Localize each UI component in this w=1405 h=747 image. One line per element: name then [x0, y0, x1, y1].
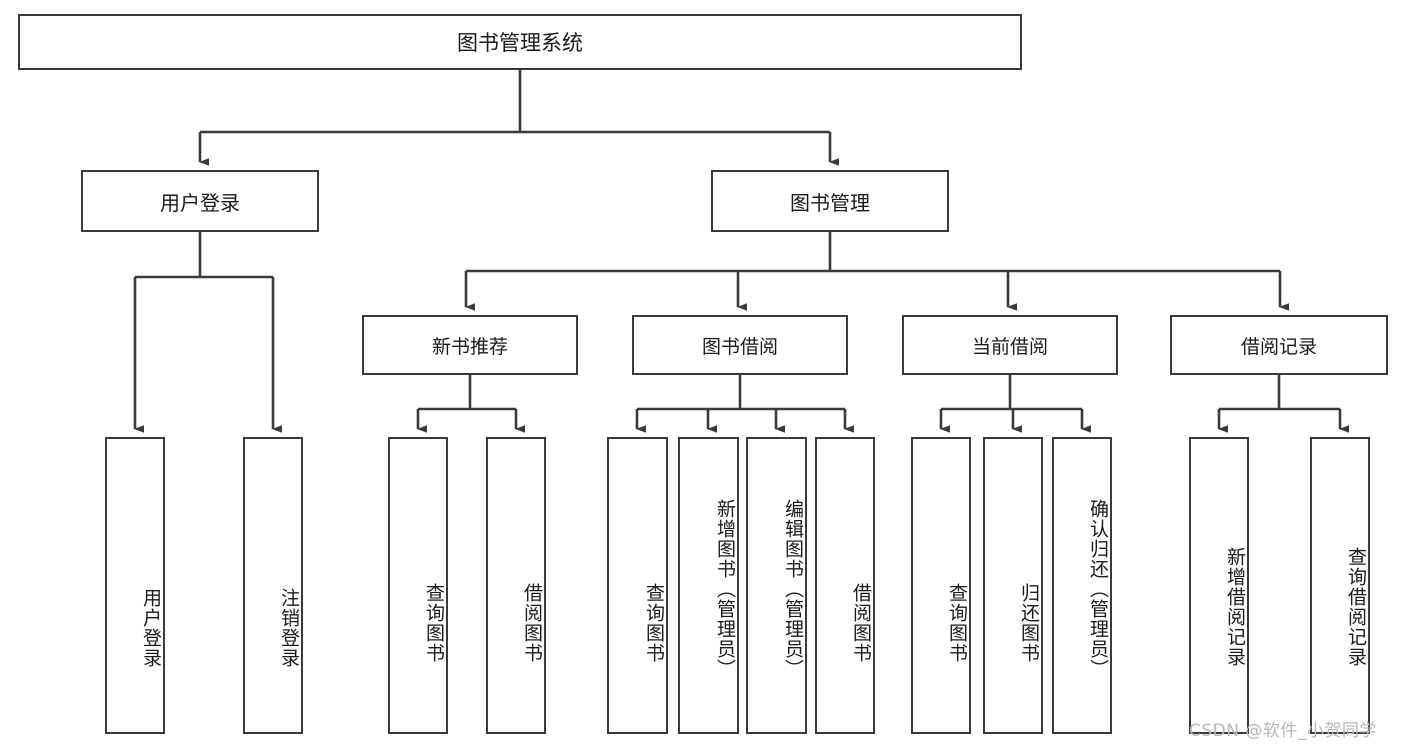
node-root[interactable]: 图书管理系统 [18, 14, 1022, 70]
node-leaf-query-book-3[interactable]: 查询图书 [911, 437, 971, 734]
node-user-login[interactable]: 用户登录 [81, 170, 319, 232]
node-leaf-borrow-book-1[interactable]: 借阅图书 [486, 437, 546, 734]
node-leaf-borrow-book-2[interactable]: 借阅图书 [815, 437, 875, 734]
node-book-borrow[interactable]: 图书借阅 [632, 315, 848, 375]
node-current-borrow[interactable]: 当前借阅 [902, 315, 1118, 375]
node-book-management[interactable]: 图书管理 [711, 170, 949, 232]
node-leaf-confirm-return[interactable]: 确认归还（管理员） [1052, 437, 1112, 734]
node-borrow-record[interactable]: 借阅记录 [1170, 315, 1388, 375]
node-leaf-query-book-2[interactable]: 查询图书 [607, 437, 668, 734]
node-leaf-return-book[interactable]: 归还图书 [983, 437, 1043, 734]
node-leaf-query-record[interactable]: 查询借阅记录 [1310, 437, 1370, 734]
node-leaf-edit-book[interactable]: 编辑图书（管理员） [746, 437, 807, 734]
watermark-text: CSDN @软件_小贺同学 [1189, 721, 1377, 741]
node-leaf-logout[interactable]: 注销登录 [243, 437, 303, 734]
node-leaf-add-book[interactable]: 新增图书（管理员） [678, 437, 739, 734]
node-leaf-query-book-1[interactable]: 查询图书 [388, 437, 448, 734]
node-new-book-recommend[interactable]: 新书推荐 [362, 315, 578, 375]
node-leaf-add-record[interactable]: 新增借阅记录 [1189, 437, 1249, 734]
node-leaf-user-login[interactable]: 用户登录 [105, 437, 165, 734]
